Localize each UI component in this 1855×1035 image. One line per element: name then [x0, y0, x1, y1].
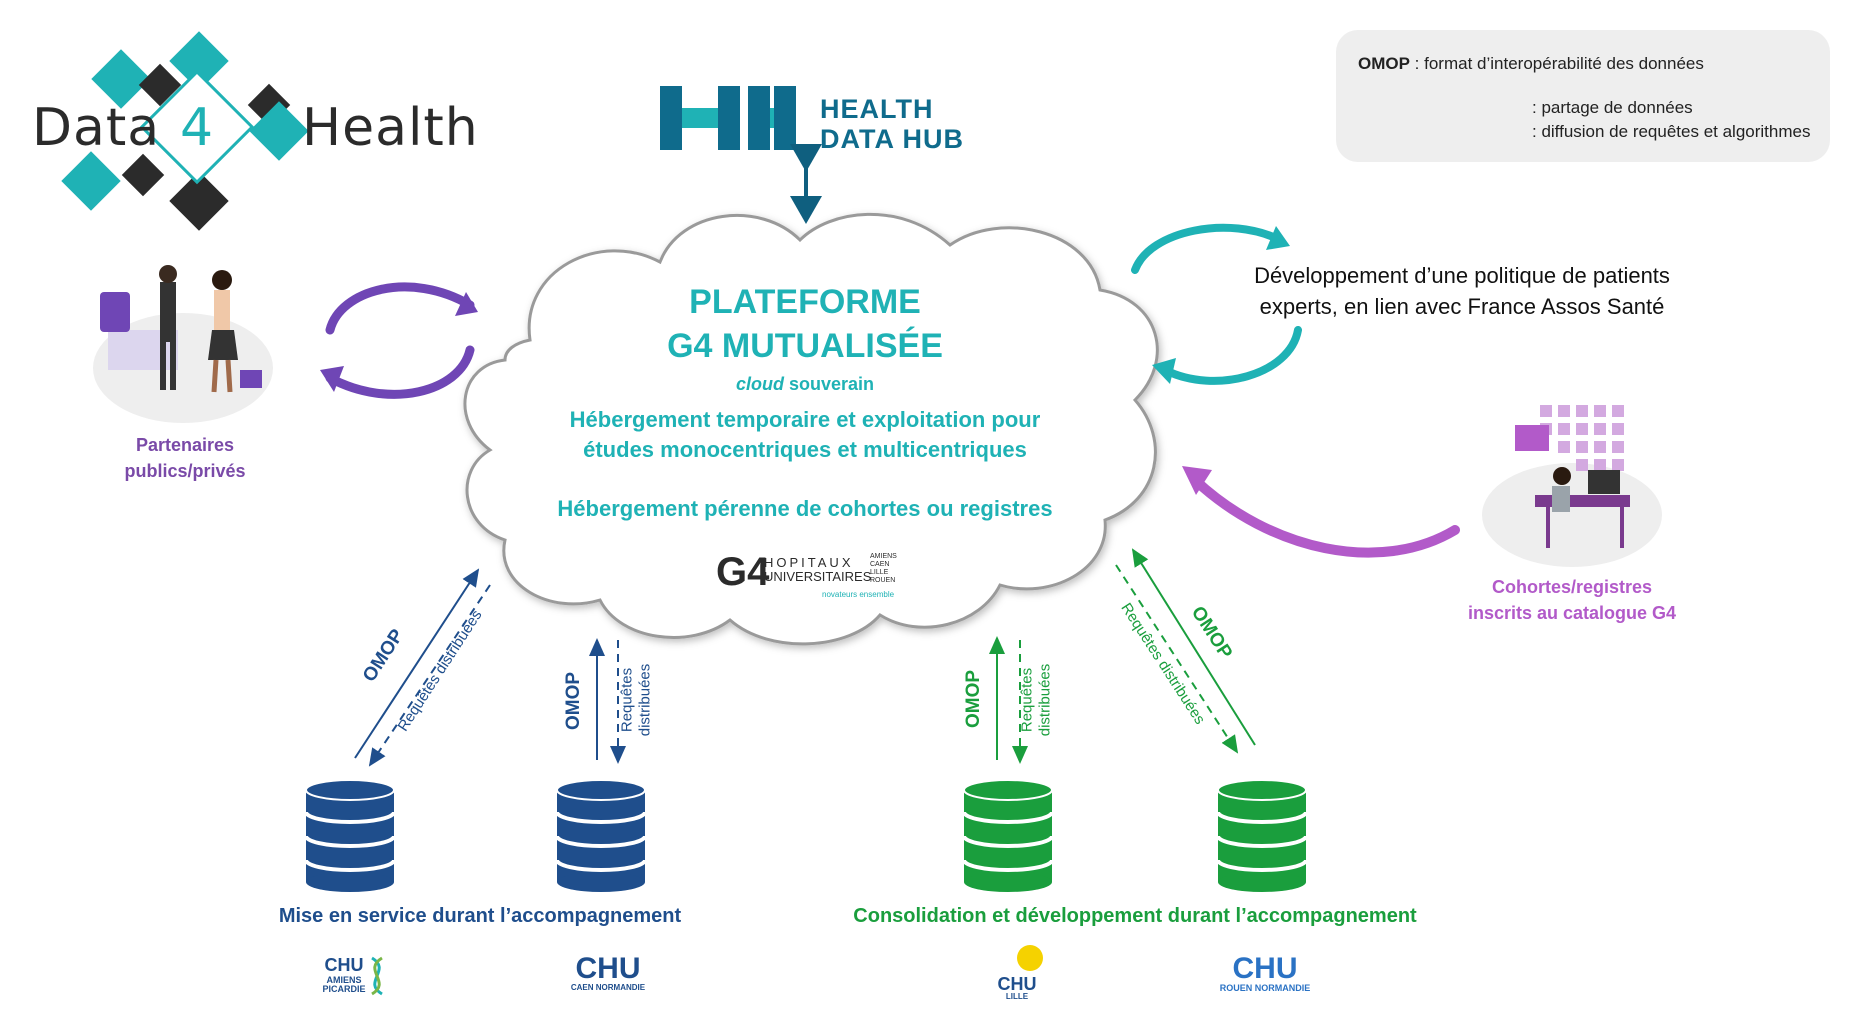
chu-caen-main: CHU — [575, 952, 641, 985]
partners-illustration — [93, 265, 273, 423]
g4-logo-text: HOPITAUX UNIVERSITAIRES — [764, 556, 871, 584]
data4health-logo-left: Data — [32, 98, 161, 158]
partners-label: Partenaires publics/privés — [90, 432, 280, 484]
g4-line2: UNIVERSITAIRES — [764, 569, 872, 584]
g4-logo-mark: G4 — [716, 550, 770, 594]
blue-connections — [354, 568, 626, 767]
chu-amiens-sub2: PICARDIE — [322, 984, 366, 994]
hdh-logo-text: HEALTH DATA HUB — [820, 94, 964, 154]
legend-omop-key: OMOP — [1358, 54, 1410, 73]
data4health-logo-num: 4 — [180, 98, 215, 158]
cohorts-line1: Cohortes/registres — [1491, 577, 1653, 597]
g4-line1: HOPITAUX — [764, 555, 854, 570]
omop-label-caen: OMOP — [563, 671, 585, 731]
patients-experts-line2: experts, en lien avec France Assos Santé — [1259, 294, 1665, 319]
database-amiens — [304, 779, 396, 892]
hosting-temporary-line2: études monocentriques et multicentriques — [583, 437, 1027, 462]
cohorts-label: Cohortes/registres inscrits au catalogue… — [1440, 574, 1704, 626]
patients-experts-text: Développement d’une politique de patient… — [1222, 260, 1702, 322]
data4health-logo-shapes — [61, 31, 309, 231]
partners-line1: Partenaires — [135, 435, 235, 455]
hdh-line2: DATA HUB — [820, 124, 964, 154]
legend-dashed-desc: : diffusion de requêtes et algorithmes — [1532, 122, 1811, 141]
blue-group-title: Mise en service durant l’accompagnement — [278, 905, 682, 927]
platform-cloud — [463, 212, 1159, 646]
cloud-word: cloud — [735, 374, 784, 394]
chu-lille-logo: CHU LILLE — [982, 975, 1052, 1001]
platform-title-line2: G4 MUTUALISÉE — [667, 327, 943, 365]
souverain-word: souverain — [783, 374, 875, 394]
hdh-line1: HEALTH — [820, 94, 934, 124]
green-group-title: Consolidation et développement durant l’… — [853, 905, 1417, 927]
legend-box: OMOP : format d’interopérabilité des don… — [1336, 30, 1830, 162]
req-label-lille-line2: distribuées — [1036, 663, 1054, 737]
g4-logo: G4 — [716, 550, 769, 595]
patients-experts-arrows — [1131, 223, 1302, 385]
req-label-lille-line1: Requêtes — [1018, 667, 1036, 733]
patients-experts-line1: Développement d’une politique de patient… — [1254, 263, 1670, 288]
data4health-logo-right: Health — [302, 98, 479, 158]
partners-exchange-arrows — [320, 282, 478, 399]
chu-caen-sub: CAEN NORMANDIE — [570, 983, 646, 992]
cohorts-arrow — [1182, 466, 1460, 558]
chu-rouen-sub: ROUEN NORMANDIE — [1219, 983, 1311, 993]
chu-amiens-sub1: AMIENS — [326, 975, 362, 985]
hosting-temporary-line1: Hébergement temporaire et exploitation p… — [569, 407, 1041, 432]
chu-amiens-logo: CHU AMIENS PICARDIE — [318, 956, 370, 994]
legend-solid-desc: : partage de données — [1532, 98, 1693, 117]
platform-title: PLATEFORME G4 MUTUALISÉE — [560, 280, 1050, 368]
g4-tagline: novateurs ensemble — [822, 590, 895, 599]
chu-amiens-main: CHU — [324, 955, 364, 975]
database-caen — [555, 779, 647, 892]
cohorts-line2: inscrits au catalogue G4 — [1467, 603, 1677, 623]
hosting-temporary: Hébergement temporaire et exploitation p… — [540, 405, 1070, 465]
legend-omop-desc: : format d’interopérabilité des données — [1409, 54, 1704, 73]
chu-caen-logo: CHU CAEN NORMANDIE — [558, 954, 658, 992]
chu-rouen-logo: CHU ROUEN NORMANDIE — [1210, 954, 1320, 993]
database-lille — [962, 779, 1054, 892]
req-label-caen-line2: distribuées — [636, 663, 654, 737]
chu-lille-main: CHU — [997, 974, 1037, 994]
cohorts-illustration — [1482, 405, 1662, 567]
chu-lille-sub: LILLE — [1005, 992, 1029, 1001]
hosting-perenne: Hébergement pérenne de cohortes ou regis… — [557, 496, 1053, 521]
partners-line2: publics/privés — [124, 461, 246, 481]
hdh-logo-shapes — [660, 86, 796, 150]
req-label-caen-line1: Requêtes — [618, 667, 636, 733]
chu-amiens-dna-icon — [371, 956, 383, 996]
chu-lille-sun-icon — [1017, 945, 1043, 971]
omop-label-lille: OMOP — [963, 669, 985, 729]
green-connections — [989, 548, 1256, 764]
cloud-souverain: cloud souverain — [560, 374, 1050, 395]
g4-cities: AMIENS CAEN LILLE ROUEN — [870, 553, 897, 584]
database-rouen — [1216, 779, 1308, 892]
chu-rouen-main: CHU — [1232, 952, 1298, 985]
platform-title-line1: PLATEFORME — [689, 283, 921, 321]
